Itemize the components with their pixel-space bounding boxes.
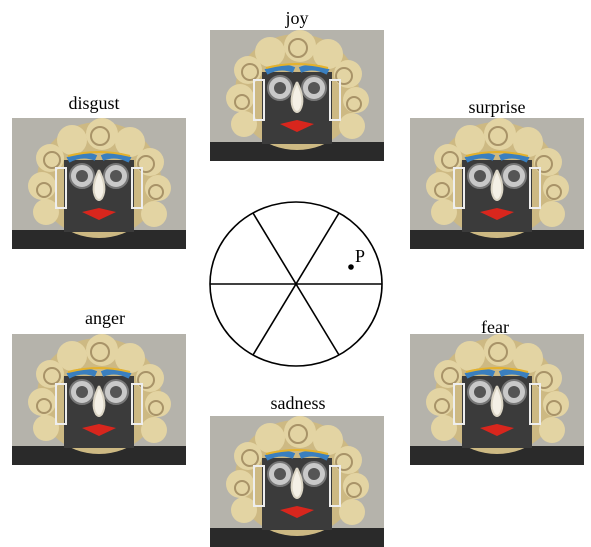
- label-anger: anger: [15, 308, 195, 328]
- robot-surprise-image: [410, 118, 584, 249]
- robot-sadness-image: [210, 416, 384, 547]
- robot-disgust-image: [12, 118, 186, 249]
- wheel-spokes: [210, 213, 382, 355]
- label-sadness: sadness: [208, 393, 388, 413]
- point-p-marker: [348, 264, 354, 270]
- robot-fear-image: [410, 334, 584, 465]
- robot-anger-image: [12, 334, 186, 465]
- label-joy: joy: [207, 8, 387, 28]
- label-surprise: surprise: [407, 97, 587, 117]
- robot-joy-image: [210, 30, 384, 161]
- emotion-wheel-diagram: P: [206, 198, 386, 370]
- point-p-label: P: [355, 246, 365, 266]
- label-disgust: disgust: [4, 93, 184, 113]
